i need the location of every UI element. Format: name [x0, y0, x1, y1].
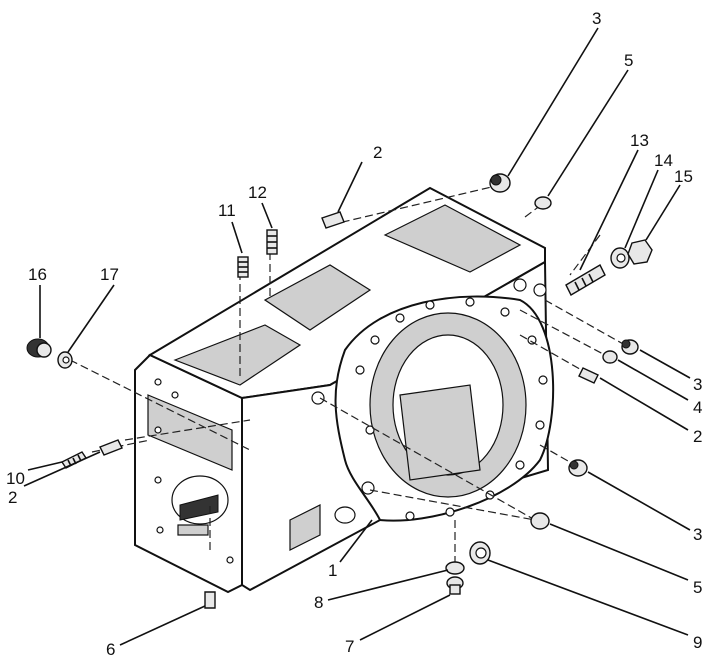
- callout-4: 4: [693, 398, 702, 417]
- stud-11: [237, 256, 249, 278]
- callout-2-right: 2: [693, 427, 702, 446]
- plug-4: [602, 350, 618, 364]
- callout-13: 13: [630, 131, 649, 150]
- washer-8: [445, 561, 465, 575]
- transmission-housing: [134, 186, 555, 594]
- parts: [26, 173, 653, 609]
- callout-9: 9: [693, 633, 702, 652]
- alignment-lines: [69, 184, 626, 570]
- seal-9: [469, 541, 491, 565]
- callout-labels: 2 3 5 13 14 15 11 12 16 17 10 2 3 4 2 3 …: [6, 9, 702, 659]
- washer-14: [610, 247, 630, 269]
- plug-16: [26, 338, 52, 358]
- callout-8: 8: [314, 593, 323, 612]
- callout-3-right: 3: [693, 375, 702, 394]
- plug-3-right: [621, 339, 639, 355]
- callout-3-lower: 3: [693, 525, 702, 544]
- leader-lines: [23, 27, 691, 646]
- callout-2-top: 2: [373, 143, 382, 162]
- callout-17: 17: [100, 265, 119, 284]
- callout-6: 6: [106, 640, 115, 659]
- dowel-2-top: [321, 211, 345, 229]
- plug-3-top: [489, 173, 511, 193]
- callout-3-top: 3: [592, 9, 601, 28]
- plug-7: [446, 576, 464, 595]
- dowel-2-right: [578, 367, 599, 384]
- nut-15: [627, 239, 653, 265]
- dowel-5-top: [534, 196, 552, 210]
- callout-5-lower: 5: [693, 578, 702, 597]
- callout-1: 1: [328, 561, 337, 580]
- dowel-6: [204, 591, 216, 609]
- callout-11: 11: [218, 201, 236, 220]
- callout-2-left: 2: [8, 488, 17, 507]
- stud-13: [565, 264, 606, 296]
- callout-10: 10: [6, 469, 25, 488]
- callout-5-top: 5: [624, 51, 633, 70]
- dowel-2-left: [99, 439, 123, 456]
- callout-12: 12: [248, 183, 267, 202]
- callout-15: 15: [674, 167, 693, 186]
- callout-14: 14: [654, 151, 673, 170]
- plug-3-lower: [568, 459, 588, 477]
- callout-7: 7: [345, 637, 354, 656]
- stud-12: [266, 229, 278, 255]
- dowel-5-lower: [530, 512, 550, 530]
- washer-17: [57, 351, 73, 369]
- callout-16: 16: [28, 265, 47, 284]
